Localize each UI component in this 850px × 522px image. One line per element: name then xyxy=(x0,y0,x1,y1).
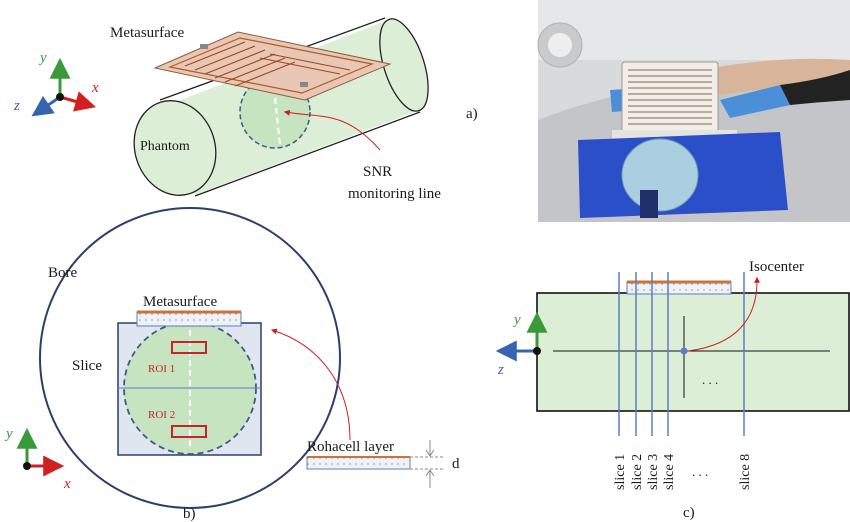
phantom-side-view xyxy=(536,292,850,412)
roi2-box xyxy=(171,425,207,438)
slice-ellipsis-labels: . . . xyxy=(692,464,708,479)
slice-label-3: slice 3 xyxy=(646,454,661,490)
rohacell-label: Rohacell layer xyxy=(307,439,394,455)
axes-c: y z xyxy=(495,311,548,378)
slice-label-1: slice 1 xyxy=(613,454,628,490)
slice-label-4: slice 4 xyxy=(662,454,677,490)
mri-photo xyxy=(537,0,850,222)
thickness-dimension xyxy=(410,440,445,488)
metasurface-label-b: Metasurface xyxy=(143,294,217,310)
isocenter-dot xyxy=(680,347,688,355)
slice-ellipsis-inner: . . . xyxy=(702,372,718,387)
axis-x-label-b: x xyxy=(63,476,71,492)
bore-circle xyxy=(39,207,341,509)
metasurface-label-a: Metasurface xyxy=(110,25,184,41)
slice-label: Slice xyxy=(72,358,102,374)
bore-label: Bore xyxy=(48,265,78,281)
axis-y-label-a: y xyxy=(38,50,47,66)
axis-x-label-a: x xyxy=(91,80,99,96)
roi1-box xyxy=(171,341,207,354)
metasurface-plate xyxy=(153,31,392,101)
rohacell-block-b xyxy=(136,311,242,327)
rohacell-block-c xyxy=(626,281,732,295)
rohacell-block xyxy=(306,456,411,470)
panel-b: Bore Metasurface Slice ROI 1 ROI 2 Rohac… xyxy=(4,207,460,522)
slice-label-2: slice 2 xyxy=(630,454,645,490)
panel-c-label: c) xyxy=(683,505,695,521)
panel-a: Metasurface Phantom SNR monitoring line … xyxy=(13,17,478,202)
roi1-label: ROI 1 xyxy=(148,363,175,375)
isocenter-pointer xyxy=(687,276,761,352)
axes-a: y x z xyxy=(13,50,99,117)
rohacell-pointer xyxy=(270,328,351,441)
axes-b: y x xyxy=(4,426,71,492)
slice-label-5: slice 8 xyxy=(738,454,753,490)
phantom-label: Phantom xyxy=(140,139,190,154)
isocenter-label: Isocenter xyxy=(749,259,804,275)
axis-z-label-c: z xyxy=(497,362,504,378)
panel-b-label: b) xyxy=(183,506,196,522)
axis-y-label-c: y xyxy=(512,312,521,328)
snr-pointer xyxy=(283,109,381,151)
axis-y-label-b: y xyxy=(4,426,13,442)
axis-z-label-a: z xyxy=(13,98,20,114)
roi2-label: ROI 2 xyxy=(148,409,175,421)
snr-label-1: SNR xyxy=(363,164,392,180)
snr-label-2: monitoring line xyxy=(348,186,441,202)
thickness-label: d xyxy=(452,456,460,472)
panel-a-label: a) xyxy=(466,106,478,122)
slice-lines xyxy=(618,272,745,436)
